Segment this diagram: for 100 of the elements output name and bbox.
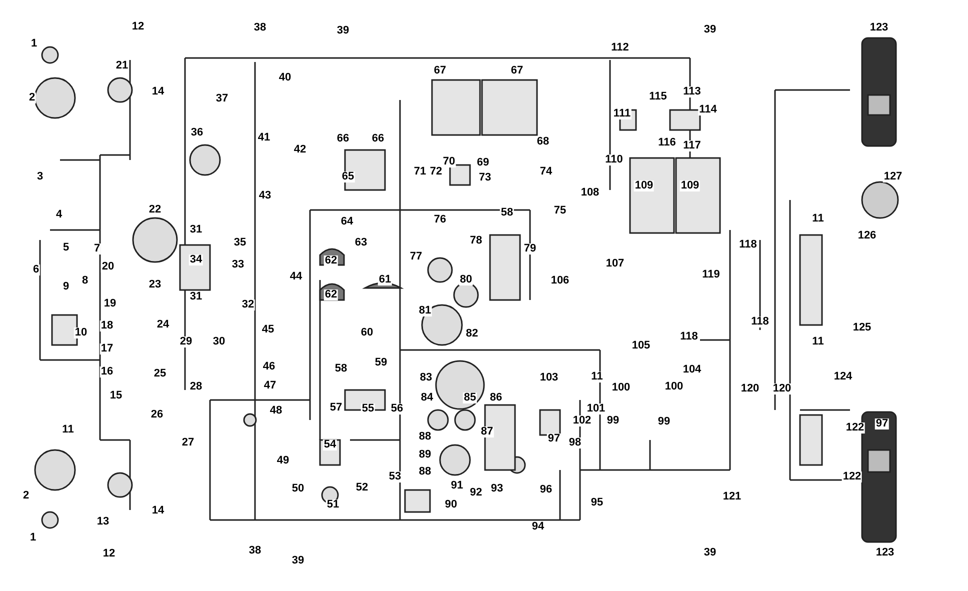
- callout-number: 7: [92, 244, 102, 254]
- callout-number: 118: [750, 316, 770, 328]
- callout-number: 123: [874, 548, 896, 558]
- callout-number: 49: [276, 456, 290, 466]
- callout-number: 39: [336, 26, 350, 36]
- callout-number: 103: [538, 372, 560, 384]
- callout-number: 6: [32, 264, 40, 276]
- callout-number: 50: [290, 484, 306, 494]
- callout-number: 11: [61, 424, 75, 436]
- callout-number: 31: [188, 224, 204, 236]
- callout-number: 52: [354, 482, 370, 494]
- callout-number: 14: [150, 506, 166, 516]
- callout-number: 66: [370, 134, 386, 144]
- callout-number: 109: [634, 180, 654, 192]
- callout-number: 68: [536, 136, 550, 148]
- callout-number: 35: [232, 238, 248, 248]
- callout-number: 14: [150, 86, 166, 98]
- callout-number: 70: [442, 156, 456, 168]
- callout-number: 31: [188, 292, 204, 302]
- callout-number: 19: [102, 298, 118, 310]
- callout-number: 113: [682, 86, 702, 98]
- callout-number: 26: [150, 410, 164, 420]
- callout-number: 39: [702, 24, 718, 36]
- callout-number: 100: [610, 382, 632, 394]
- callout-number: 104: [682, 364, 702, 376]
- callout-number: 123: [868, 22, 890, 34]
- callout-number: 79: [522, 244, 538, 254]
- callout-number: 122: [842, 472, 862, 482]
- callout-number: 100: [664, 382, 684, 392]
- callout-number: 23: [148, 280, 162, 290]
- callout-number: 75: [552, 206, 568, 216]
- callout-number: 88: [418, 432, 432, 442]
- callout-number: 108: [580, 188, 600, 198]
- callout-number: 87: [480, 426, 494, 438]
- callout-number: 57: [328, 402, 344, 414]
- callout-number: 1: [28, 532, 38, 544]
- callout-number: 21: [114, 60, 130, 72]
- callout-number: 106: [550, 276, 570, 286]
- callout-number: 88: [418, 466, 432, 478]
- callout-number: 3: [36, 172, 44, 182]
- callout-number: 10: [74, 328, 88, 338]
- callout-number: 90: [444, 500, 458, 510]
- callout-number: 62: [324, 290, 338, 300]
- callout-number: 69: [476, 158, 490, 168]
- callout-number: 45: [260, 324, 276, 336]
- callout-number: 111: [612, 108, 632, 120]
- callout-number: 16: [100, 366, 114, 378]
- callout-number: 56: [390, 404, 404, 414]
- callout-number: 33: [230, 260, 246, 270]
- callout-number: 84: [420, 392, 434, 404]
- callout-number: 39: [290, 556, 306, 566]
- callout-number: 1: [30, 38, 38, 50]
- callout-number: 51: [326, 500, 340, 510]
- callout-number: 112: [610, 42, 630, 54]
- callout-number: 12: [130, 22, 146, 32]
- callout-number: 53: [388, 472, 402, 482]
- callout-number: 62: [324, 256, 338, 266]
- callout-number: 39: [702, 548, 718, 558]
- callout-number: 102: [572, 416, 592, 426]
- callout-number: 72: [428, 166, 444, 178]
- callout-number: 58: [500, 208, 514, 218]
- callout-number: 28: [188, 382, 204, 392]
- callout-number: 67: [510, 66, 524, 76]
- callout-number: 43: [258, 190, 272, 202]
- callout-number: 29: [178, 336, 194, 348]
- callout-number: 97: [546, 434, 562, 444]
- callout-number: 2: [28, 92, 36, 104]
- callout-number: 36: [190, 128, 204, 138]
- callout-number: 64: [340, 216, 354, 228]
- callout-number: 37: [214, 94, 230, 104]
- callout-number: 81: [418, 306, 432, 316]
- callout-number: 120: [772, 384, 792, 394]
- callout-number: 71: [412, 166, 428, 178]
- callout-number: 13: [96, 516, 110, 528]
- callout-number: 44: [288, 272, 304, 282]
- callout-number: 55: [360, 404, 376, 414]
- callout-number: 54: [322, 440, 338, 450]
- callout-number: 117: [682, 140, 702, 152]
- callout-number: 76: [432, 214, 448, 226]
- callout-number: 119: [701, 270, 721, 280]
- callout-number: 94: [530, 522, 546, 532]
- callout-number: 42: [292, 144, 308, 156]
- callout-number: 9: [62, 282, 70, 292]
- callout-number: 63: [354, 238, 368, 248]
- callout-number: 109: [680, 180, 700, 192]
- callout-number: 58: [334, 364, 348, 374]
- callout-number: 46: [262, 362, 276, 372]
- callout-number: 17: [100, 344, 114, 354]
- callout-number: 110: [604, 154, 624, 166]
- callout-number: 116: [657, 138, 677, 148]
- callout-number: 80: [458, 274, 474, 286]
- callout-number: 32: [240, 300, 256, 310]
- callout-number: 40: [278, 72, 292, 84]
- callout-number: 107: [604, 258, 626, 270]
- callout-number: 60: [360, 328, 374, 338]
- callout-number: 66: [336, 134, 350, 144]
- callout-number: 47: [262, 380, 278, 392]
- callout-number: 61: [378, 274, 392, 286]
- callout-number: 122: [844, 422, 866, 434]
- callout-number: 34: [188, 254, 204, 266]
